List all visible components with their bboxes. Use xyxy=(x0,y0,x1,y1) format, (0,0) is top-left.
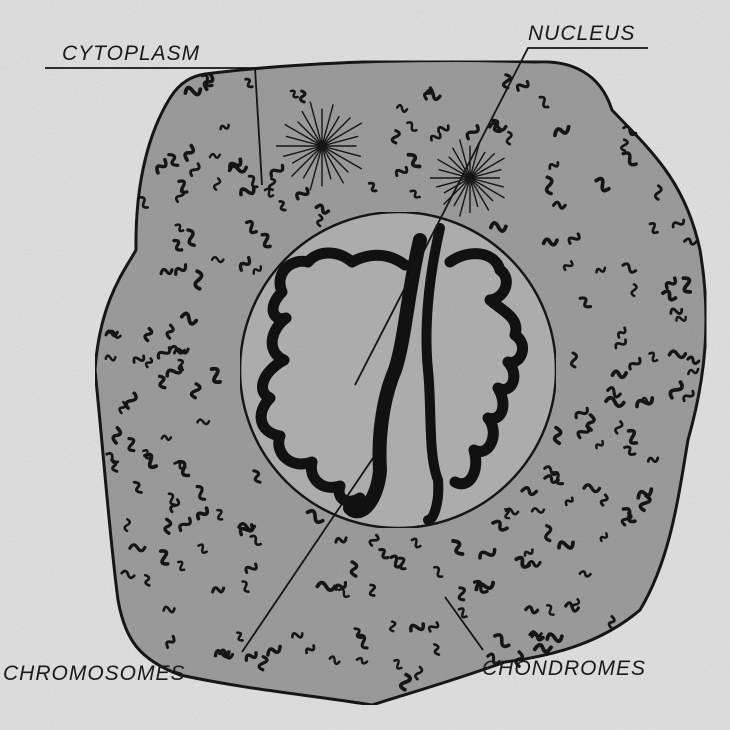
chondrome xyxy=(112,460,117,472)
chondrome xyxy=(145,575,149,586)
cytoplasm-label: CYTOPLASM xyxy=(62,42,200,65)
nucleus-label: NUCLEUS xyxy=(528,22,635,45)
chondrome xyxy=(434,644,439,655)
chondrome xyxy=(688,369,699,374)
chromosomes-label: CHROMOSOMES xyxy=(3,662,186,685)
chondromes-label: CHONDROMES xyxy=(482,657,646,680)
